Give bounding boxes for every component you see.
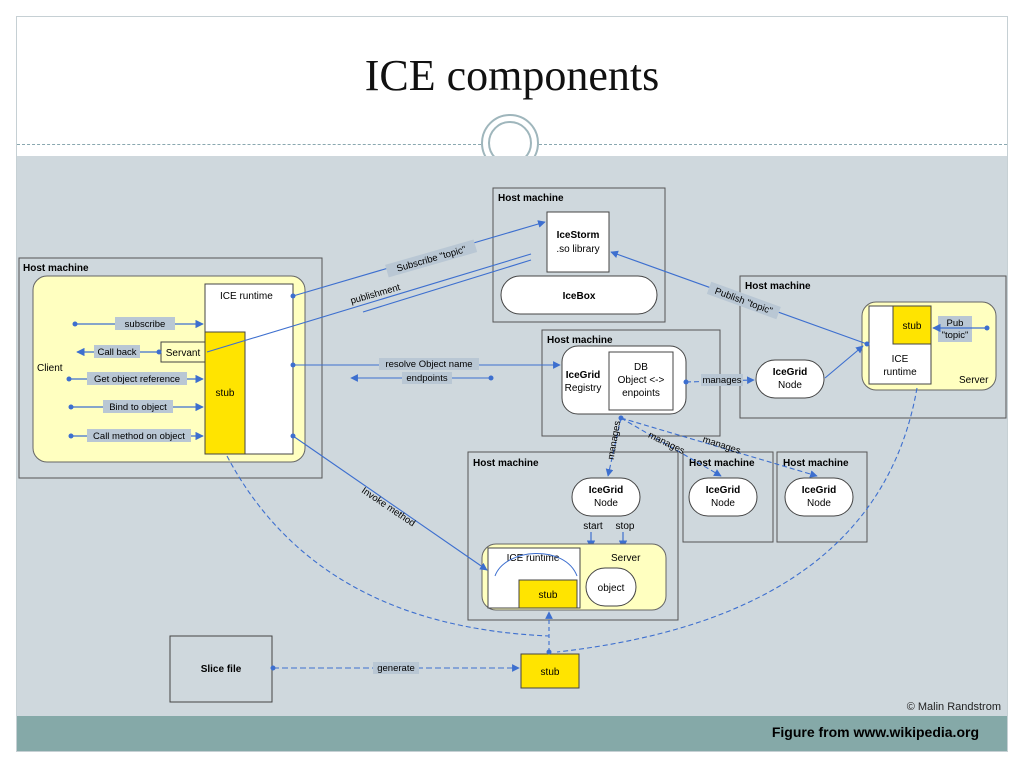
pub-topic-bg bbox=[938, 316, 972, 342]
object-node bbox=[585, 567, 637, 607]
edge-resolve-line1: resolve Object name bbox=[385, 359, 472, 370]
registry-sub: Registry bbox=[565, 383, 602, 394]
host-label: Host machine bbox=[745, 281, 811, 292]
client-ice-runtime-label: ICE runtime bbox=[220, 291, 273, 302]
slice-file-label: Slice file bbox=[201, 664, 242, 675]
host-label: Host machine bbox=[498, 193, 564, 204]
registry-title: IceGrid bbox=[566, 370, 600, 381]
slide-frame bbox=[16, 16, 1008, 752]
node-sub: Node bbox=[807, 498, 831, 509]
edge-resolve-line2: endpoints bbox=[406, 373, 447, 384]
call-label: Get object reference bbox=[94, 374, 180, 385]
object-curve bbox=[494, 553, 578, 577]
bottom-ice-runtime-label: ICE runtime bbox=[507, 553, 560, 564]
right-stub bbox=[892, 305, 932, 345]
icebox-label: IceBox bbox=[563, 291, 596, 302]
node-title: IceGrid bbox=[706, 485, 740, 496]
slide-title: ICE components bbox=[364, 51, 660, 100]
call-label: Bind to object bbox=[109, 402, 167, 413]
node-sub: Node bbox=[711, 498, 735, 509]
node-sub: Node bbox=[594, 498, 618, 509]
bottom-server-label: Server bbox=[611, 553, 641, 564]
host-label: Host machine bbox=[783, 458, 849, 469]
edge-manages-right: manages bbox=[702, 375, 741, 386]
right-ice-line1: ICE bbox=[892, 354, 909, 365]
host-label: Host machine bbox=[547, 335, 613, 346]
host-label: Host machine bbox=[689, 458, 755, 469]
node-title: IceGrid bbox=[589, 485, 623, 496]
icestorm-sub: .so library bbox=[556, 244, 599, 255]
right-server-label: Server bbox=[959, 375, 989, 386]
bottom-stub-label: stub bbox=[539, 590, 558, 601]
client-calls: subscribe Call back Get object reference… bbox=[66, 317, 204, 442]
connection-dots bbox=[270, 293, 870, 671]
node-title: IceGrid bbox=[802, 485, 836, 496]
node-title: IceGrid bbox=[773, 367, 807, 378]
client-stub-label: stub bbox=[216, 388, 235, 399]
call-label: subscribe bbox=[125, 319, 166, 330]
edge-generate: generate bbox=[377, 663, 415, 674]
footer-bar: Figure from www.wikipedia.org bbox=[17, 716, 1007, 751]
generated-stub bbox=[520, 653, 580, 689]
client-label: Client bbox=[37, 363, 63, 374]
db-line1: DB bbox=[634, 362, 648, 373]
title-divider-left bbox=[17, 144, 481, 145]
footer-source: Figure from www.wikipedia.org bbox=[771, 724, 979, 740]
pub-line2: "topic" bbox=[942, 330, 969, 341]
db-line3: enpoints bbox=[622, 388, 660, 399]
generated-stub-label: stub bbox=[541, 667, 560, 678]
icestorm-title: IceStorm bbox=[557, 230, 600, 241]
icegrid-node-right bbox=[755, 359, 825, 399]
slice-file bbox=[169, 635, 273, 703]
right-ice-line2: runtime bbox=[883, 367, 917, 378]
title-divider-right bbox=[539, 144, 1007, 145]
ice-diagram: Host machine Host machine Host machine H… bbox=[18, 187, 1007, 713]
node-sub: Node bbox=[778, 380, 802, 391]
call-label: Call method on object bbox=[93, 431, 185, 442]
call-label: Call back bbox=[97, 347, 136, 358]
edge-publishment: publishment bbox=[349, 282, 402, 307]
icestorm-box bbox=[546, 211, 610, 273]
servant-label: Servant bbox=[166, 348, 201, 359]
stop-label: stop bbox=[616, 521, 635, 532]
icebox bbox=[500, 275, 658, 315]
start-label: start bbox=[583, 521, 603, 532]
host-label: Host machine bbox=[473, 458, 539, 469]
host-label: Host machine bbox=[23, 263, 89, 274]
icegrid-node-bottom bbox=[571, 477, 641, 517]
client-stub bbox=[204, 331, 246, 455]
pub-line1: Pub bbox=[947, 318, 964, 329]
right-stub-label: stub bbox=[903, 321, 922, 332]
ice-components-figure: Host machine Host machine Host machine H… bbox=[17, 156, 1007, 716]
db-box bbox=[608, 351, 674, 411]
bottom-stub bbox=[518, 579, 578, 609]
object-label: object bbox=[598, 583, 625, 594]
icegrid-node-2 bbox=[688, 477, 758, 517]
edge-invoke-method: Invoke method bbox=[359, 485, 417, 529]
icegrid-node-3 bbox=[784, 477, 854, 517]
copyright: © Malin Randstrom bbox=[907, 701, 1001, 713]
db-line2: Object <-> bbox=[618, 375, 665, 386]
